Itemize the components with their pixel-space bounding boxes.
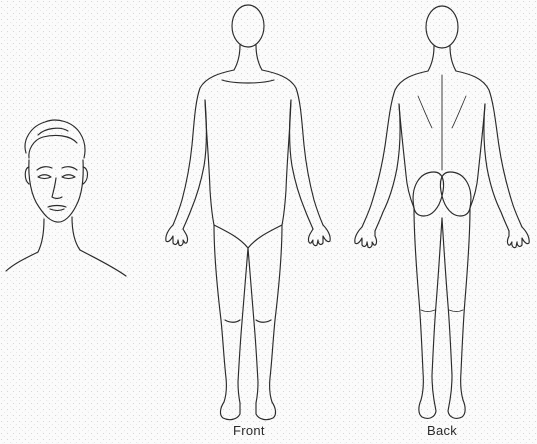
body-front-icon <box>166 5 330 420</box>
back-view-label: Back <box>427 424 457 437</box>
front-view-label: Front <box>233 424 265 437</box>
head-portrait-icon <box>6 120 126 276</box>
body-back-icon <box>355 6 529 418</box>
